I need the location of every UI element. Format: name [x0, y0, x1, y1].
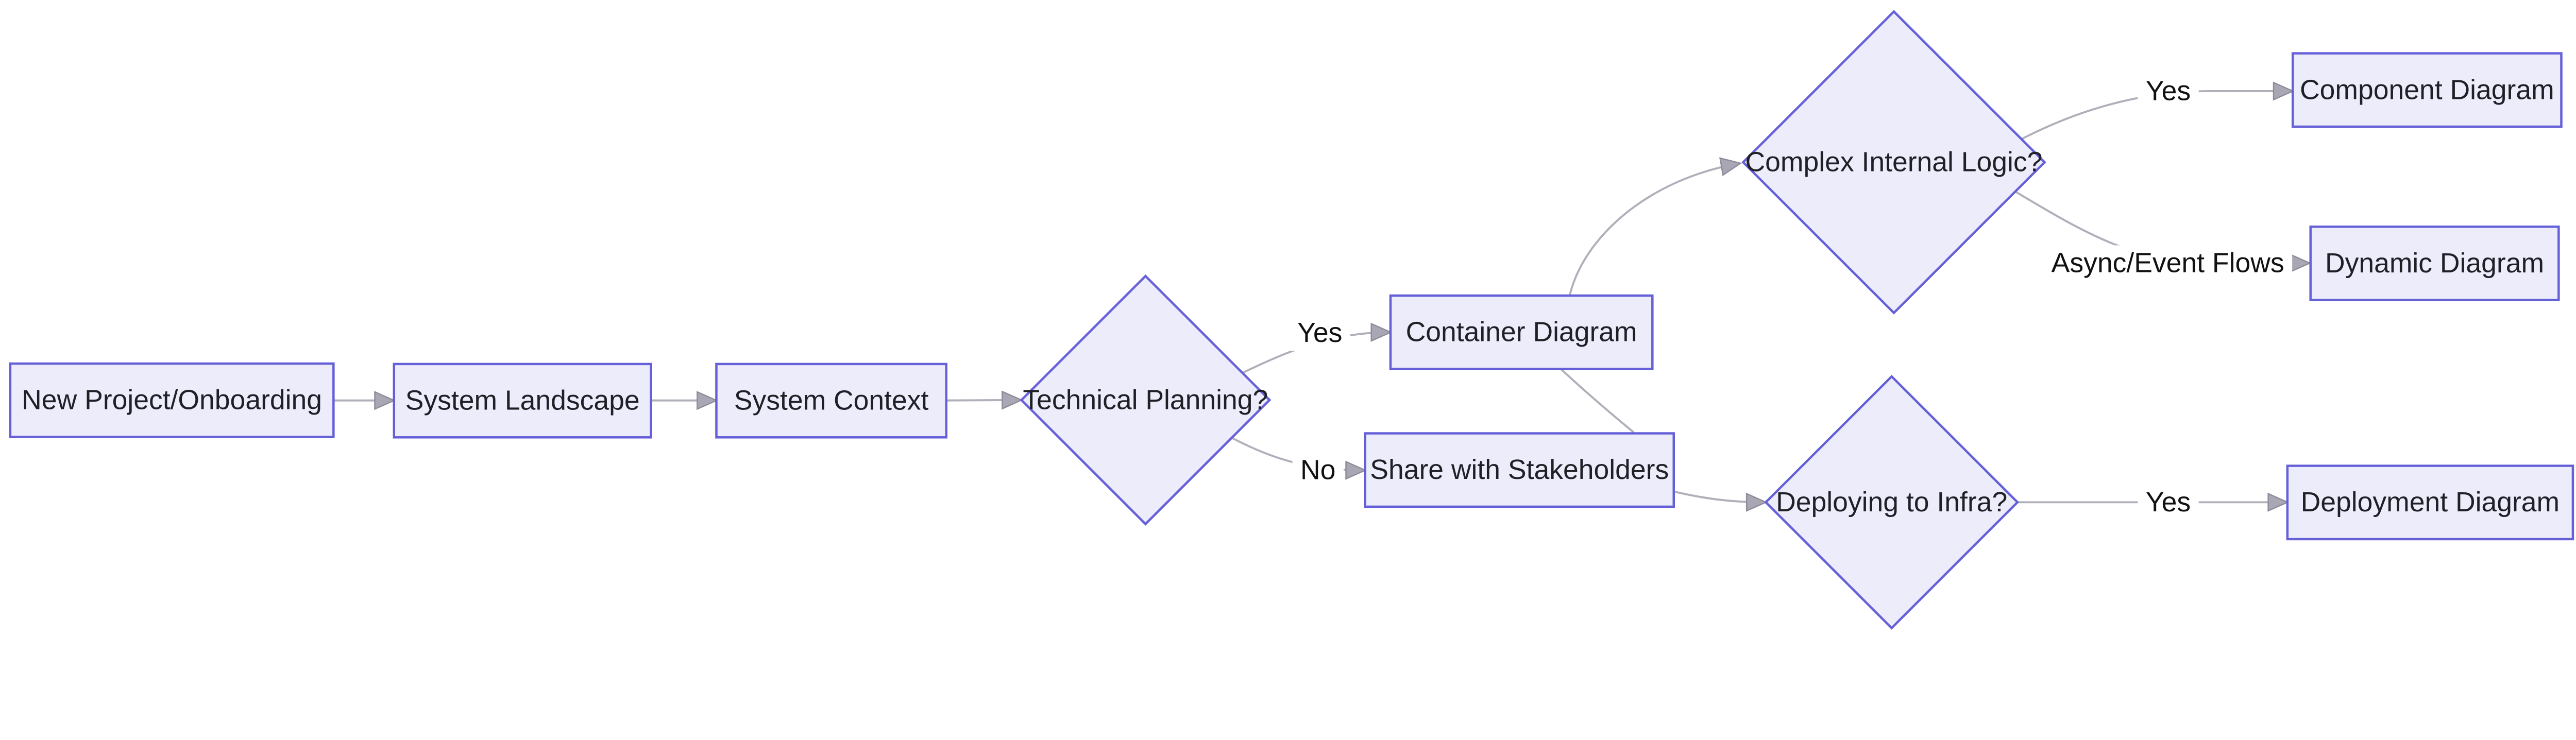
node-label: System Context — [734, 386, 929, 416]
process-rect-shape — [715, 363, 947, 439]
node-label: Component Diagram — [2300, 75, 2554, 105]
edge-label-no-d-f: No — [1292, 452, 1344, 488]
process-rect-shape — [2291, 52, 2563, 128]
process-rect-shape — [9, 362, 335, 438]
decision-diamond-shape — [1020, 274, 1272, 526]
edge-e-f — [1560, 368, 1635, 434]
process-rect-shape — [2309, 225, 2560, 301]
node-dynamic-diagram: Dynamic Diagram — [2309, 225, 2560, 301]
flowchart-container: New Project/Onboarding System Landscape Sy… — [9, 10, 2574, 630]
edge-label-background — [1289, 315, 1350, 351]
node-label: New Project/Onboarding — [22, 385, 322, 416]
nodes-layer: New Project/Onboarding System Landscape Sy… — [9, 10, 2574, 630]
edge-label-background — [2043, 245, 2293, 281]
node-label: Deployment Diagram — [2301, 487, 2560, 518]
node-technical-planning: Technical Planning? — [1020, 274, 1272, 526]
edge-label-background — [1292, 452, 1344, 488]
node-label: System Landscape — [405, 386, 640, 416]
node-complex-internal-logic: Complex Internal Logic? — [1741, 10, 2046, 315]
decision-diamond-shape — [1741, 10, 2046, 315]
process-rect-shape — [1389, 294, 1654, 370]
edge-label-text: Yes — [2146, 76, 2191, 106]
node-label: Dynamic Diagram — [2325, 248, 2544, 279]
node-deployment-diagram: Deployment Diagram — [2286, 464, 2574, 541]
node-share-with-stakeholders: Share with Stakeholders — [1364, 432, 1675, 508]
node-deploying-to-infra: Deploying to Infra? — [1764, 374, 2020, 630]
edge-f-h — [1673, 490, 1764, 503]
edge-label-yes-h-k: Yes — [2138, 484, 2199, 520]
edge-label-async-event-flows-g-j: Async/Event Flows — [2043, 245, 2293, 281]
edge-label-text: Yes — [2146, 487, 2191, 518]
decision-diamond-shape — [1764, 374, 2020, 630]
node-label: Container Diagram — [1406, 317, 1637, 348]
edge-label-yes-g-i: Yes — [2138, 73, 2199, 109]
process-rect-shape — [393, 363, 652, 439]
node-container-diagram: Container Diagram — [1389, 294, 1654, 370]
node-label: Technical Planning? — [1023, 385, 1268, 415]
edge-label-text: Yes — [1297, 318, 1342, 348]
node-new-project-onboarding: New Project/Onboarding — [9, 362, 335, 438]
edge-label-text: Async/Event Flows — [2052, 248, 2284, 278]
node-system-landscape: System Landscape — [393, 363, 652, 439]
node-label: Deploying to Infra? — [1776, 487, 2007, 518]
flowchart-svg: New Project/Onboarding System Landscape Sy… — [9, 10, 2574, 630]
edge-label-yes-d-e: Yes — [1289, 315, 1350, 351]
edge-label-background — [2138, 484, 2199, 520]
process-rect-shape — [2286, 464, 2574, 541]
node-label: Complex Internal Logic? — [1745, 147, 2043, 178]
edge-c-d — [946, 400, 1020, 401]
edge-e-g — [1568, 164, 1739, 296]
node-system-context: System Context — [715, 363, 947, 439]
node-label: Share with Stakeholders — [1370, 455, 1669, 485]
node-component-diagram: Component Diagram — [2291, 52, 2563, 128]
edge-label-background — [2138, 73, 2199, 109]
edge-label-text: No — [1300, 455, 1335, 486]
process-rect-shape — [1364, 432, 1675, 508]
